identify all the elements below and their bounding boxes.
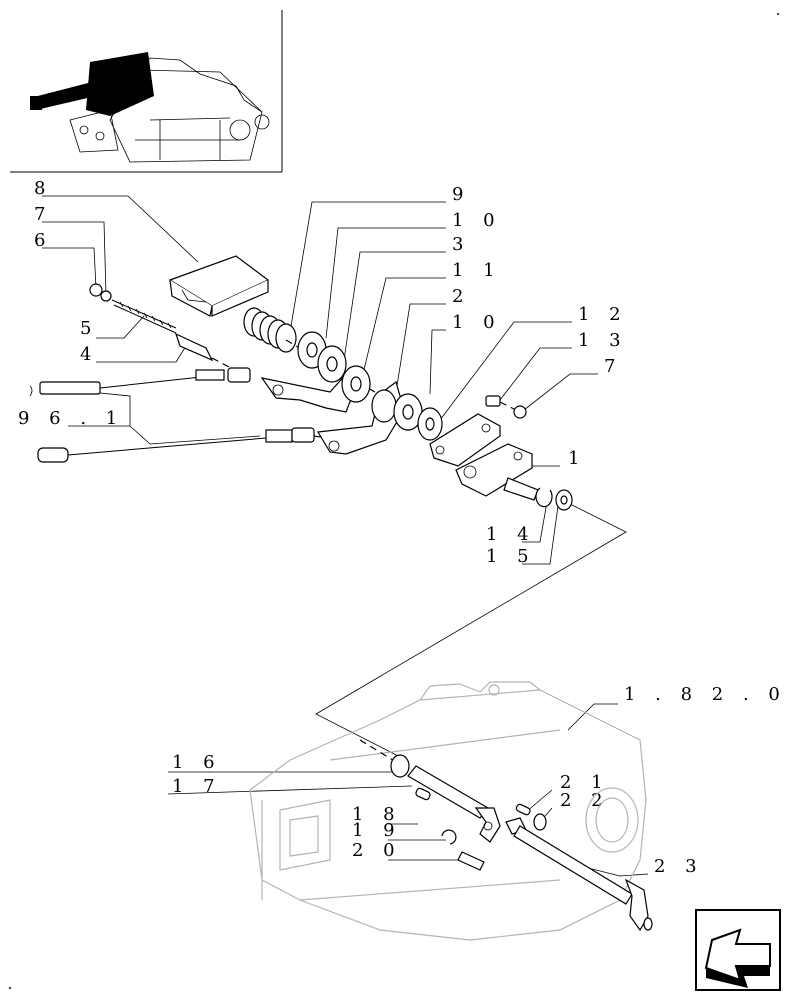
callout-15: 1 5	[486, 546, 536, 567]
shaft-part-17	[407, 765, 501, 843]
callout-12: 1 2	[578, 304, 628, 325]
callout-14: 1 4	[486, 524, 536, 545]
washer-part-15	[555, 489, 573, 511]
callout-7: 7	[34, 204, 52, 225]
disc-part-3	[317, 345, 347, 383]
callout-18: 1 8	[352, 804, 402, 825]
callout-21: 2 1	[560, 772, 610, 793]
callout-23: 2 3	[654, 856, 704, 877]
callout-13: 1 3	[578, 330, 628, 351]
ring-part-16	[390, 754, 410, 778]
callout-16: 1 6	[172, 752, 222, 773]
callout-19: 1 9	[352, 820, 402, 841]
housing-ghost	[249, 681, 647, 941]
lever-part-11	[260, 365, 371, 413]
ring-part-22	[533, 813, 547, 831]
callout-9: 9	[452, 184, 470, 205]
callout-8: 8	[34, 178, 52, 199]
callout-labels: 8 7 6 5 4 9 6 . 1 9 1 0 3 1 1 2 1 0 1 2 …	[18, 178, 787, 877]
callout-10-mid: 1 0	[452, 312, 502, 333]
callout-22: 2 2	[560, 790, 610, 811]
bracket-part-1	[429, 413, 539, 501]
clip-part-14	[535, 487, 553, 508]
leader-lines	[42, 195, 649, 877]
sleeve-part-4	[174, 332, 214, 362]
cable-part-96-1	[29, 367, 341, 463]
callout-11: 1 1	[452, 260, 502, 281]
rod-part-23	[505, 817, 653, 932]
rod-part-5	[111, 299, 177, 334]
lower-assembly	[249, 681, 653, 941]
nut-part-7-right	[513, 405, 527, 419]
callout-5: 5	[80, 318, 98, 339]
callout-4: 4	[80, 344, 98, 365]
bolt-part-20	[457, 851, 485, 871]
cover-part-8	[168, 255, 270, 317]
callout-17: 1 7	[172, 776, 222, 797]
callout-2: 2	[452, 286, 470, 307]
arrow-back-icon[interactable]	[695, 909, 781, 991]
key-part-21	[515, 803, 531, 816]
washer-part-7	[100, 290, 112, 302]
callout-1-82-0: 1 . 8 2 . 0	[624, 684, 787, 705]
upper-assembly	[29, 255, 573, 511]
callout-20: 2 0	[352, 840, 402, 861]
washer-part-10-mid	[393, 393, 443, 441]
callout-6: 6	[34, 230, 52, 251]
pin-part-18	[415, 787, 431, 801]
bolt-part-12	[485, 395, 501, 407]
callout-96-1: 9 6 . 1	[18, 408, 124, 429]
callout-3: 3	[452, 234, 470, 255]
inset-thumbnail	[10, 10, 283, 173]
callout-7-right: 7	[604, 356, 622, 377]
nut-part-6	[89, 283, 103, 297]
clip-part-19	[441, 829, 457, 845]
callout-1: 1	[568, 448, 586, 469]
callout-10-top: 1 0	[452, 210, 502, 231]
